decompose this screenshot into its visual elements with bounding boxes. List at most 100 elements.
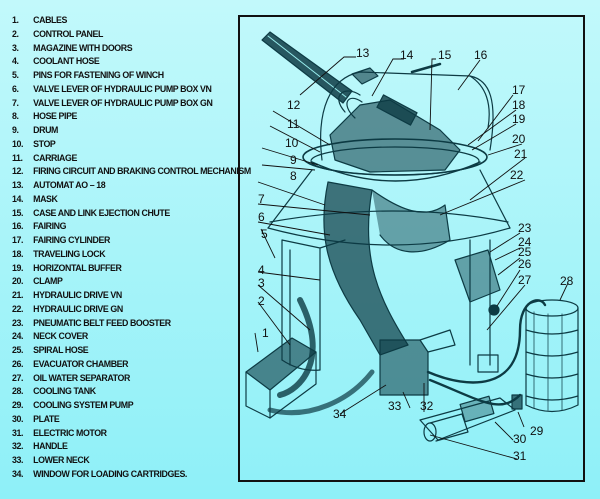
legend-item-number: 19. xyxy=(12,262,24,274)
legend-item-number: 8. xyxy=(12,111,19,123)
legend-item: 29.COOLING SYSTEM PUMP xyxy=(12,399,219,413)
callout-12: 12 xyxy=(287,98,301,112)
legend-item: 12. FIRING CIRCUIT AND BRAKING CONTROL ME… xyxy=(12,165,251,179)
legend-item-label: EVACUATOR CHAMBER xyxy=(33,358,129,370)
legend-item: 33. LOWER NECK xyxy=(12,454,219,468)
callout-8: 8 xyxy=(290,169,297,183)
legend-item-number: 20. xyxy=(12,276,24,288)
legend-item-label: PLATE xyxy=(33,413,60,425)
callout-21: 21 xyxy=(514,147,528,161)
legend-item: 8. HOSE PIPE xyxy=(12,110,219,124)
legend-item-label: CARRIAGE xyxy=(33,152,77,164)
callout-11: 11 xyxy=(287,117,300,131)
legend-item: 3.MAGAZINE WITH DOORS xyxy=(12,42,219,56)
legend-item-label: AUTOMAT AO – 18 xyxy=(33,180,106,191)
legend-item-label: HORIZONTAL BUFFER xyxy=(33,262,122,274)
callout-30: 30 xyxy=(513,432,527,446)
legend-item-label: WINDOW FOR LOADING CARTRIDGES. xyxy=(33,468,187,480)
legend-item-number: 26. xyxy=(12,358,24,370)
legend-item-label: NECK COVER xyxy=(33,331,88,343)
legend-item-number: 5. xyxy=(12,70,19,81)
callout-31: 31 xyxy=(513,449,527,463)
legend-item-number: 4. xyxy=(12,56,19,68)
callout-10: 10 xyxy=(285,136,299,150)
callout-23: 23 xyxy=(518,221,532,235)
legend-item-number: 23. xyxy=(12,317,24,329)
legend-item: 28.COOLING TANK xyxy=(12,385,219,399)
barrel xyxy=(261,31,353,104)
callout-34: 34 xyxy=(333,407,347,421)
legend-item-label: HANDLE xyxy=(33,441,68,453)
callout-27: 27 xyxy=(518,273,532,287)
legend-item-number: 32. xyxy=(12,441,24,453)
callout-4: 4 xyxy=(258,263,265,277)
legend-item-label: SPIRAL HOSE xyxy=(33,345,89,356)
callout-26: 26 xyxy=(518,257,532,271)
magazine-cabinet xyxy=(281,239,491,371)
legend-item-label: COOLANT HOSE xyxy=(33,56,100,68)
legend-item-label: HYDRAULIC DRIVE VN xyxy=(33,290,122,301)
legend-item: 34.WINDOW FOR LOADING CARTRIDGES. xyxy=(12,468,219,482)
legend-item: 20. CLAMP xyxy=(12,275,219,289)
legend-item-label: FAIRING CYLINDER xyxy=(33,235,110,246)
legend-item-number: 18. xyxy=(12,248,24,260)
legend-item: 27. OIL WATER SEPARATOR xyxy=(12,372,219,386)
legend-item: 2. CONTROL PANEL xyxy=(12,28,219,42)
legend-item: 6. VALVE LEVER OF HYDRAULIC PUMP BOX VN xyxy=(12,83,219,97)
legend-item: 26. EVACUATOR CHAMBER xyxy=(12,358,219,372)
legend-item-label: OIL WATER SEPARATOR xyxy=(33,372,130,384)
legend-item: 18.TRAVELING LOCK xyxy=(12,248,219,262)
callout-18: 18 xyxy=(512,98,526,112)
gun-mechanism xyxy=(329,62,461,173)
legend-item-number: 30. xyxy=(12,413,24,425)
legend-item-label: PNEUMATIC BELT FEED BOOSTER xyxy=(33,317,171,329)
legend-item-number: 24. xyxy=(12,331,24,343)
lower-neck xyxy=(379,329,456,396)
legend-item: 4. COOLANT HOSE xyxy=(12,55,219,69)
legend-item-label: VALVE LEVER OF HYDRAULIC PUMP BOX VN xyxy=(33,83,212,95)
legend-item-number: 25. xyxy=(12,345,24,356)
callout-13: 13 xyxy=(356,46,370,60)
legend-item-label: CONTROL PANEL xyxy=(33,28,103,40)
legend-item-number: 1. xyxy=(12,15,19,26)
legend-item-number: 12. xyxy=(12,166,24,178)
callout-5: 5 xyxy=(261,227,268,241)
legend-item-label: FAIRING xyxy=(33,221,67,233)
callout-7: 7 xyxy=(258,192,265,206)
legend-item: 32. HANDLE xyxy=(12,440,219,454)
legend-item-number: 27. xyxy=(12,372,24,384)
legend-item-number: 6. xyxy=(12,83,19,95)
legend-item-label: FIRING CIRCUIT AND BRAKING CONTROL MECHA… xyxy=(33,166,251,178)
legend-item-number: 2. xyxy=(12,28,19,40)
ammunition-belt xyxy=(277,181,451,398)
legend-item: 13.AUTOMAT AO – 18 xyxy=(12,179,219,193)
callout-15: 15 xyxy=(438,48,452,62)
callout-6: 6 xyxy=(258,210,265,224)
legend-item-label: CLAMP xyxy=(33,276,63,288)
legend-item: 19. HORIZONTAL BUFFER xyxy=(12,262,219,276)
legend-item: 1.CABLES xyxy=(12,14,219,28)
legend-item-label: LOWER NECK xyxy=(33,455,90,466)
legend-item: 11.CARRIAGE xyxy=(12,152,219,166)
diagram-frame xyxy=(238,15,585,482)
callout-28: 28 xyxy=(560,274,574,288)
separator xyxy=(477,354,499,373)
legend-item-label: HOSE PIPE xyxy=(33,111,78,123)
neck-cover xyxy=(454,249,501,303)
legend-item-label: COOLING SYSTEM PUMP xyxy=(33,400,134,411)
callout-19: 19 xyxy=(512,112,526,126)
callout-1: 1 xyxy=(262,326,269,340)
legend-item: 22.HYDRAULIC DRIVE GN xyxy=(12,303,219,317)
legend-item-number: 31. xyxy=(12,427,24,439)
legend-item-number: 33. xyxy=(12,455,24,466)
legend-item-label: CASE AND LINK EJECTION CHUTE xyxy=(33,207,170,219)
legend-item: 30. PLATE xyxy=(12,413,219,427)
callout-24: 24 xyxy=(518,235,532,249)
legend-item: 24. NECK COVER xyxy=(12,330,219,344)
callout-17: 17 xyxy=(512,83,526,97)
legend-item-label: ELECTRIC MOTOR xyxy=(33,427,107,439)
legend-item-number: 22. xyxy=(12,303,24,315)
legend-item: 14.MASK xyxy=(12,193,219,207)
